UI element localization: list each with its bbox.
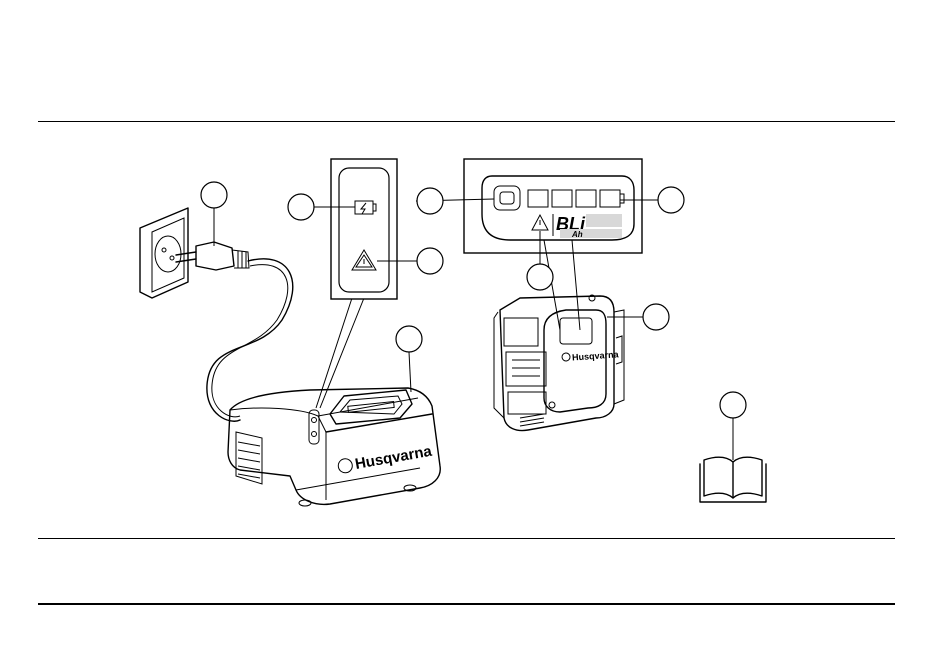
battery-brand-logo: Husqvarna: [572, 349, 620, 362]
callout-5: [417, 188, 443, 214]
callout-3: [417, 248, 443, 274]
battery-charger: Husqvarna: [228, 388, 440, 506]
callout-9: [720, 392, 746, 418]
callout-4: [396, 326, 422, 352]
callout-8: [643, 304, 669, 330]
callout-7: [527, 264, 553, 290]
callout-1: [201, 182, 227, 208]
battery-model-sub-label: Ah: [571, 230, 583, 239]
wall-socket-icon: [140, 208, 188, 298]
callout-2: [288, 194, 314, 220]
callout-6: [658, 187, 684, 213]
charger-brand-logo: Husqvarna: [354, 443, 434, 473]
operator-manual-icon: [700, 457, 766, 502]
power-plug-icon: [176, 242, 249, 270]
battery-pack: Husqvarna: [494, 295, 624, 431]
battery-display-panel: BLi Ah: [464, 159, 642, 253]
charger-led-panel: [331, 159, 397, 299]
power-cable: [207, 259, 293, 421]
